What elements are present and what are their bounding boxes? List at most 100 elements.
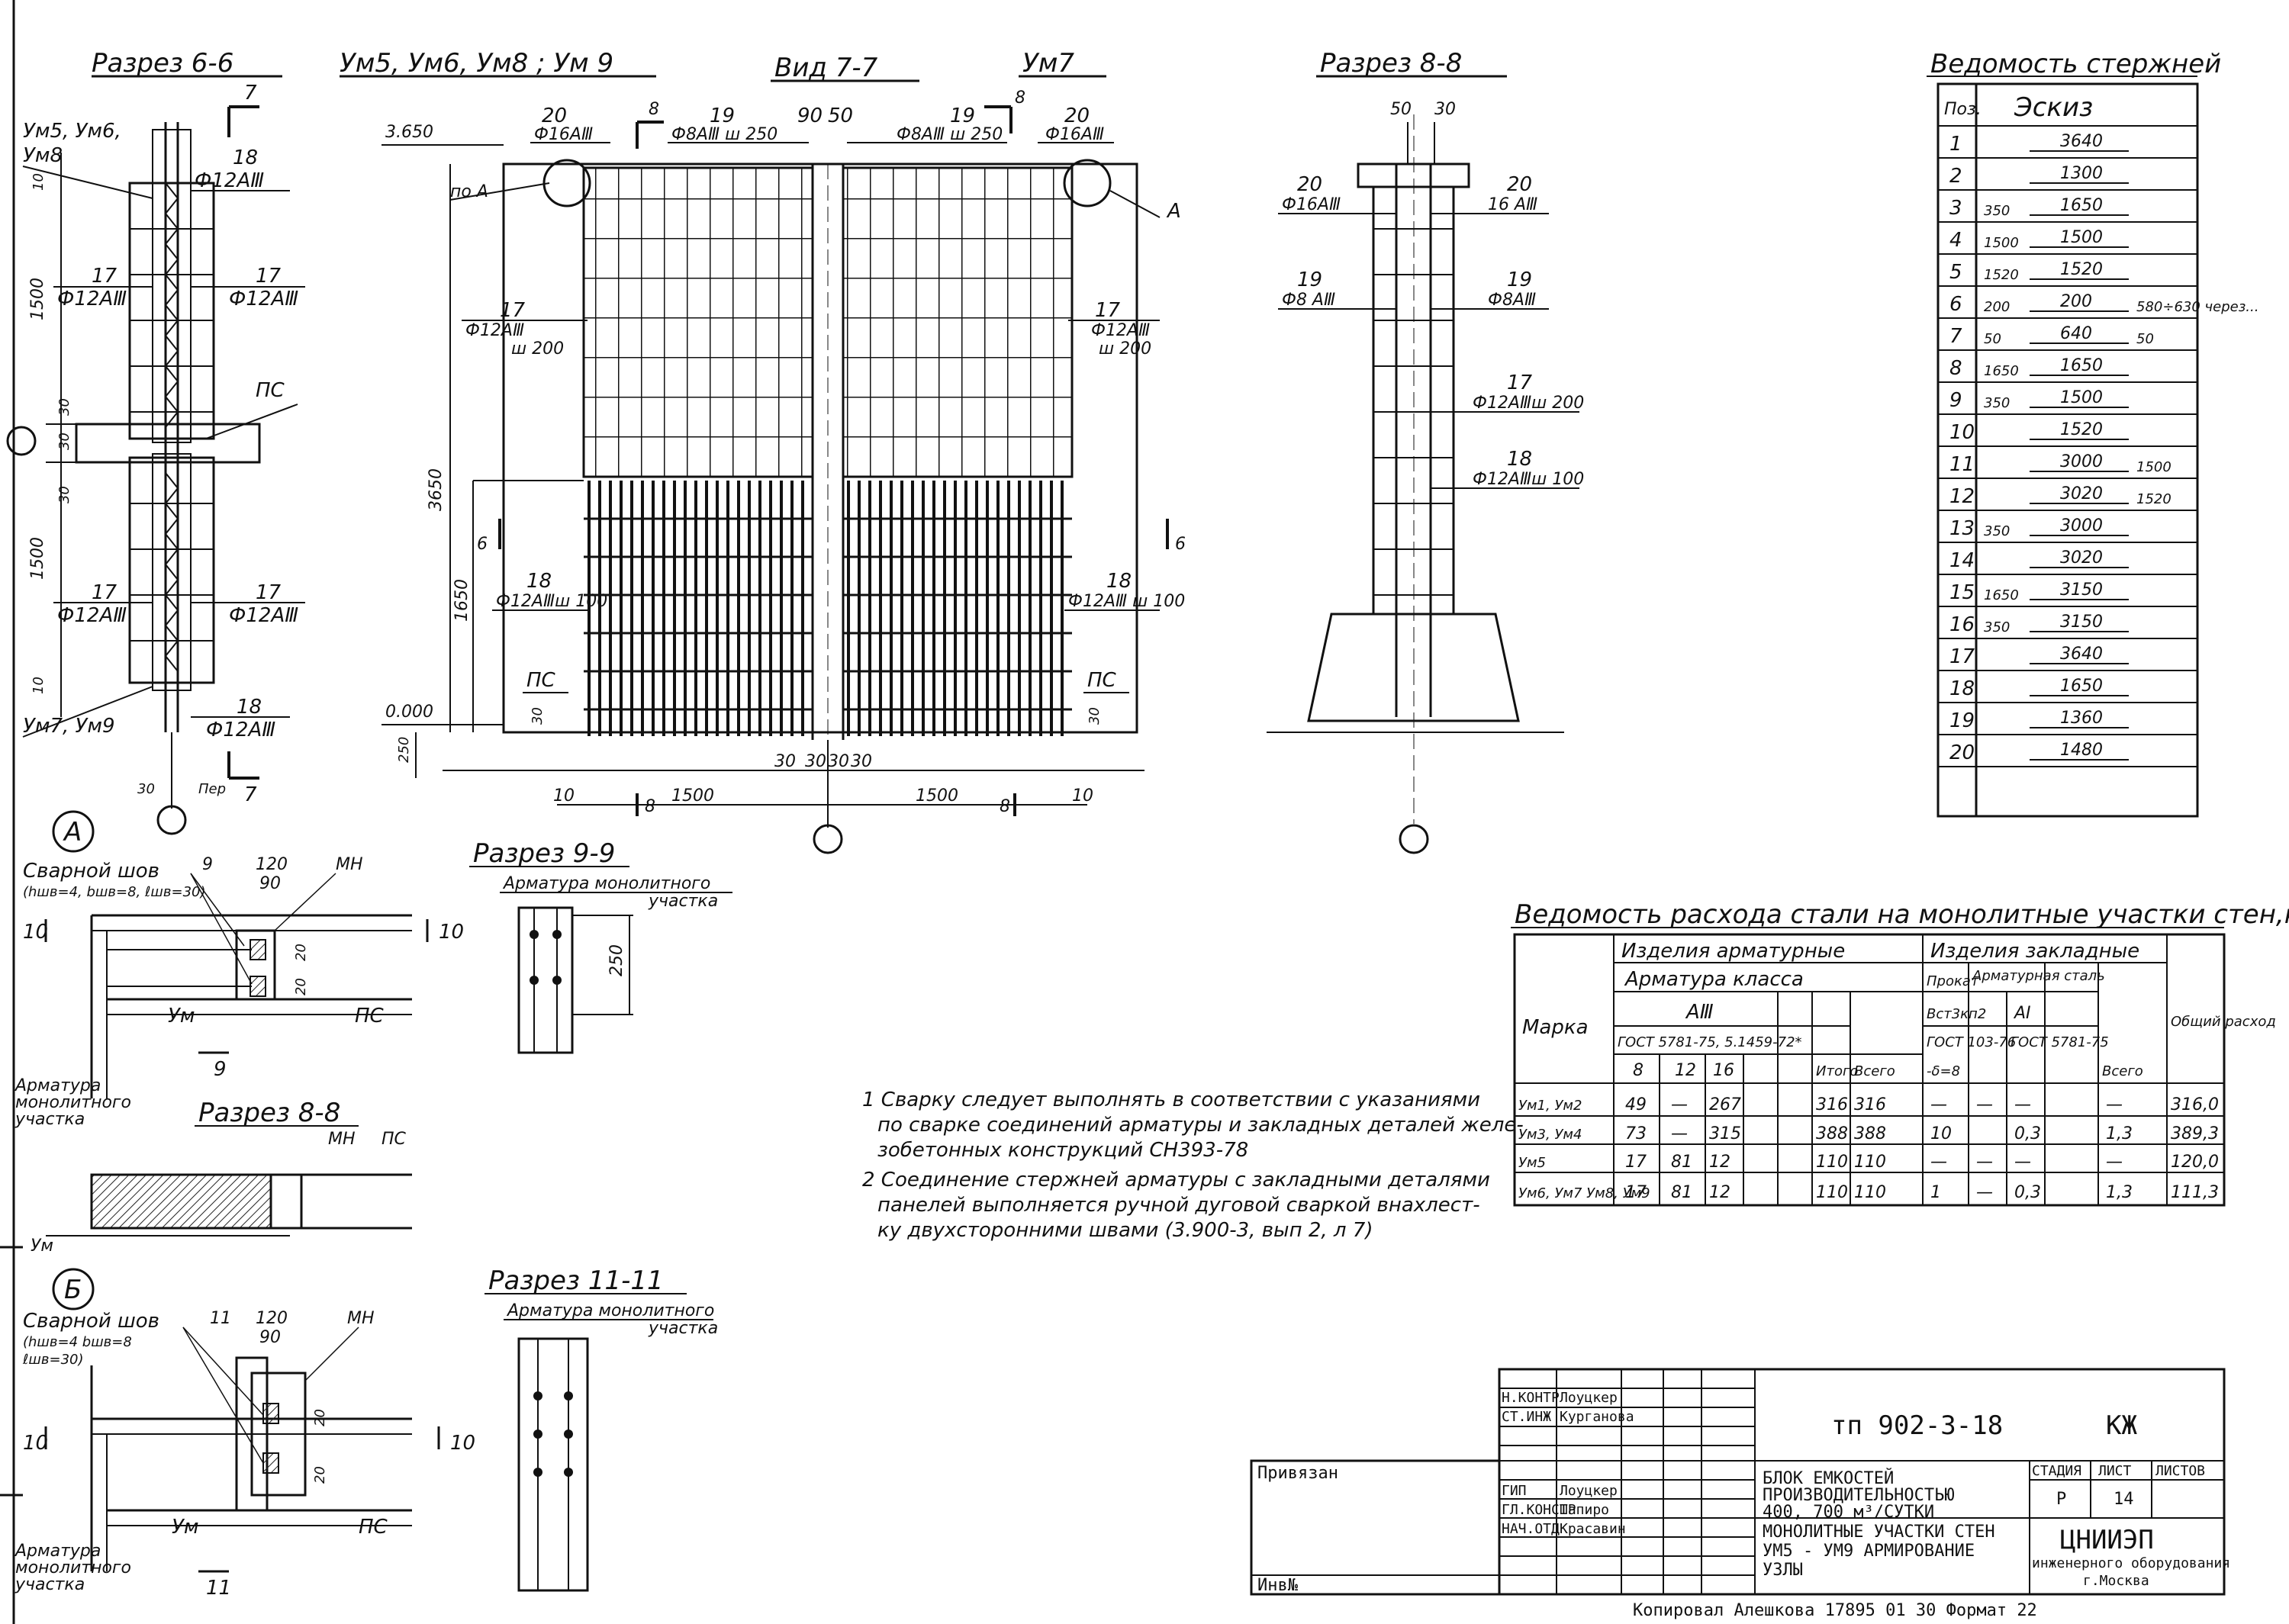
svg-text:10: 10 xyxy=(1072,786,1093,806)
steel-cell-total: 111,3 xyxy=(2171,1183,2219,1202)
svg-text:10: 10 xyxy=(23,1432,48,1455)
svg-text:ГОСТ 5781-75, 5.1459-72*: ГОСТ 5781-75, 5.1459-72* xyxy=(1618,1034,1802,1050)
svg-text:Арматура монолитного: Арматура монолитного xyxy=(502,874,710,893)
svg-text:0.000: 0.000 xyxy=(385,703,433,722)
svg-text:50: 50 xyxy=(828,105,853,127)
svg-text:Арматура класса: Арматура класса xyxy=(1624,968,1804,991)
steel-cell-d16: 267 xyxy=(1709,1095,1741,1114)
rods-row-pre: 1520 xyxy=(1984,267,2019,283)
svg-text:19: 19 xyxy=(1507,269,1532,291)
section-8-8-small-title: Разрез 8-8 xyxy=(198,1098,340,1128)
rods-row-sketch: 1650 xyxy=(2060,677,2103,696)
svg-text:А: А xyxy=(1166,200,1181,223)
rods-row-sketch: 1500 xyxy=(2060,388,2103,407)
rods-row-sketch: 1520 xyxy=(2060,260,2103,279)
svg-text:120: 120 xyxy=(256,1309,288,1328)
steel-cell-mark: Ум6, Ум7 Ум8, Ум9 xyxy=(1518,1185,1650,1201)
section-6-6: Разрез 6-6 1500 1500 10 10 30 30 30 Ум xyxy=(22,48,305,835)
svg-text:10: 10 xyxy=(450,1432,475,1455)
svg-text:Ф12АⅢ: Ф12АⅢ xyxy=(195,169,264,192)
svg-text:ку двухсторонними швами (3.900: ку двухсторонними швами (3.900-3, вып 2,… xyxy=(877,1219,1373,1242)
svg-text:Вст3кп2: Вст3кп2 xyxy=(1927,1006,1986,1022)
steel-cell-prokat: 10 xyxy=(1930,1124,1952,1143)
steel-cell-itogo: 388 xyxy=(1816,1124,1848,1143)
svg-text:ЦНИИЭП: ЦНИИЭП xyxy=(2060,1525,2154,1555)
svg-text:10: 10 xyxy=(439,921,464,944)
rods-row-post: 580÷630 через... xyxy=(2136,299,2258,315)
svg-text:10: 10 xyxy=(31,173,47,191)
svg-text:Арматурная сталь: Арматурная сталь xyxy=(1972,968,2105,984)
rods-row-sketch: 1500 xyxy=(2060,228,2103,247)
svg-text:1500: 1500 xyxy=(28,278,47,320)
rods-row-pos: 14 xyxy=(1949,549,1975,572)
steel-cell-mark: Ум5 xyxy=(1518,1155,1546,1171)
svg-text:18: 18 xyxy=(526,570,552,593)
rods-row-pos: 18 xyxy=(1949,677,1975,700)
svg-text:90: 90 xyxy=(259,1328,281,1347)
svg-text:ПС: ПС xyxy=(256,379,285,402)
svg-text:Ф12АⅢ: Ф12АⅢ xyxy=(206,719,275,741)
svg-text:Р: Р xyxy=(2056,1490,2066,1509)
svg-text:зобетонных конструкций СН393-7: зобетонных конструкций СН393-78 xyxy=(877,1139,1248,1162)
svg-text:20: 20 xyxy=(1297,173,1322,196)
svg-text:ℓшв=30): ℓшв=30) xyxy=(22,1352,84,1368)
svg-text:Ф8АⅢ ш 250: Ф8АⅢ ш 250 xyxy=(671,125,777,144)
svg-text:14: 14 xyxy=(2114,1490,2134,1509)
svg-text:Всего: Всего xyxy=(1854,1063,1895,1079)
svg-text:Ум7, Ум9: Ум7, Ум9 xyxy=(23,715,115,738)
rods-row-pre: 1500 xyxy=(1984,235,2019,251)
svg-text:6: 6 xyxy=(1175,535,1186,554)
steel-cell-prokat: 1 xyxy=(1930,1183,1941,1202)
svg-text:8: 8 xyxy=(1633,1061,1644,1080)
rods-row-sketch: 1480 xyxy=(2060,741,2103,760)
steel-cell-vsego2: — xyxy=(2106,1095,2123,1114)
rods-row-pos: 8 xyxy=(1949,357,1962,380)
svg-text:АⅠ: АⅠ xyxy=(2013,1004,2031,1023)
steel-cell-vsego2: 1,3 xyxy=(2106,1183,2133,1202)
rods-row-pos: 15 xyxy=(1949,581,1975,604)
svg-text:17: 17 xyxy=(256,265,282,288)
svg-text:Ф16АⅢ: Ф16АⅢ xyxy=(1282,195,1341,214)
steel-cell-d16: 12 xyxy=(1709,1183,1730,1202)
rods-row-sketch: 3020 xyxy=(2060,484,2103,503)
steel-cell-prokat: — xyxy=(1930,1095,1947,1114)
svg-text:17: 17 xyxy=(1095,299,1121,322)
svg-text:Ф12АⅢш 200: Ф12АⅢш 200 xyxy=(1473,394,1584,413)
svg-text:МН: МН xyxy=(347,1309,375,1328)
svg-text:8: 8 xyxy=(1015,88,1025,108)
svg-text:10: 10 xyxy=(553,786,575,806)
svg-text:участка: участка xyxy=(648,1319,718,1338)
node-b: Б Сварной шов (hшв=4 bшв=8 ℓшв=30) 11 12… xyxy=(14,1268,475,1600)
rods-row-pre: 1650 xyxy=(1984,587,2019,603)
section-9-9: Разрез 9-9 Арматура монолитного участка … xyxy=(469,838,732,1054)
svg-text:-δ=8: -δ=8 xyxy=(1927,1063,1960,1079)
svg-text:МОНОЛИТНЫЕ УЧАСТКИ СТЕН: МОНОЛИТНЫЕ УЧАСТКИ СТЕН xyxy=(1763,1523,1995,1542)
svg-text:Изделия закладные: Изделия закладные xyxy=(1930,940,2139,963)
svg-text:Ф12АⅢ ш 100: Ф12АⅢ ш 100 xyxy=(1068,592,1185,611)
svg-text:ГОСТ 5781-75: ГОСТ 5781-75 xyxy=(2011,1034,2109,1050)
svg-text:250: 250 xyxy=(396,737,412,763)
svg-text:8: 8 xyxy=(649,100,659,119)
svg-text:120: 120 xyxy=(256,855,288,874)
svg-text:Ф12АⅢ: Ф12АⅢ xyxy=(57,604,127,627)
steel-cell-mark: Ум3, Ум4 xyxy=(1518,1127,1582,1143)
rods-row-sketch: 200 xyxy=(2060,292,2092,311)
svg-text:Изделия арматурные: Изделия арматурные xyxy=(1621,940,1845,963)
rods-row-pos: 19 xyxy=(1949,709,1975,732)
svg-text:9: 9 xyxy=(202,855,213,874)
svg-text:ш 200: ш 200 xyxy=(511,339,564,359)
rods-row-pos: 16 xyxy=(1949,613,1975,636)
svg-text:30: 30 xyxy=(56,486,72,503)
rods-row-pos: 20 xyxy=(1949,741,1975,764)
svg-text:3650: 3650 xyxy=(427,468,446,511)
svg-text:30: 30 xyxy=(1087,707,1103,725)
svg-text:20: 20 xyxy=(312,1409,328,1426)
rods-row-sketch: 3000 xyxy=(2060,516,2103,535)
svg-text:по сварке соединений арматуры: по сварке соединений арматуры и закладны… xyxy=(877,1114,1524,1137)
rods-row-pos: 6 xyxy=(1949,293,1962,316)
stamp-name: Шапиро xyxy=(1560,1502,1609,1518)
steel-cell-total: 120,0 xyxy=(2171,1153,2219,1172)
svg-text:7: 7 xyxy=(244,82,257,105)
rods-row-pos: 3 xyxy=(1949,197,1962,220)
svg-text:Ф12АⅢш 100: Ф12АⅢш 100 xyxy=(1473,470,1584,489)
